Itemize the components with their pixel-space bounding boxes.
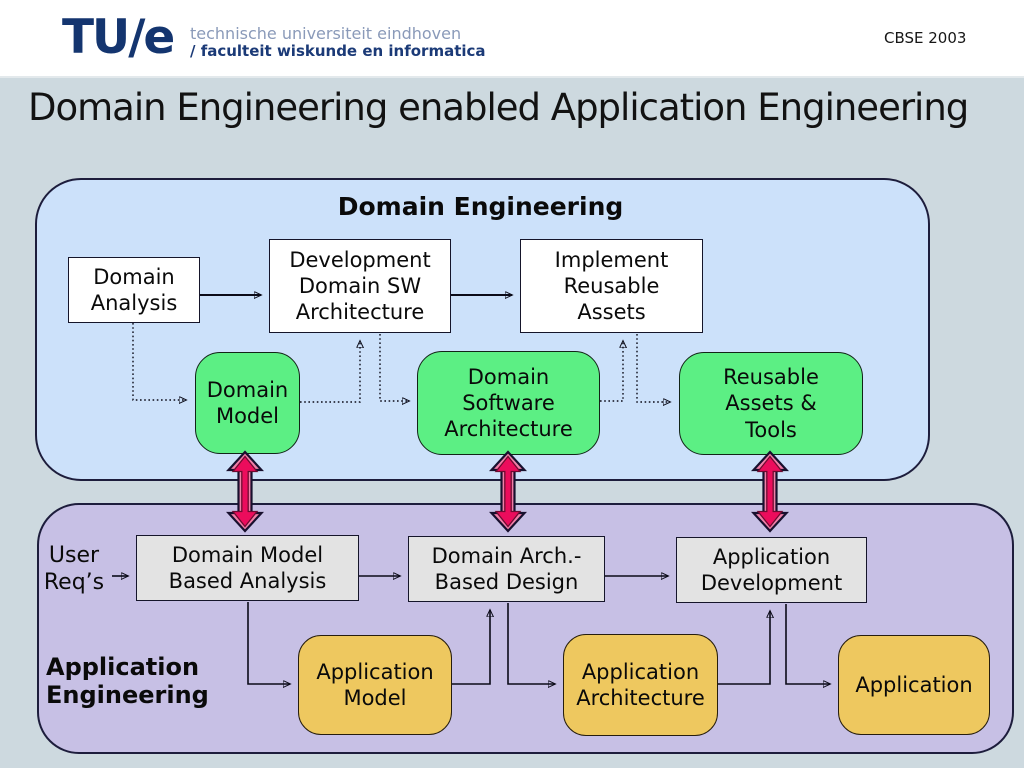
box-application-model: Application Model [298, 635, 452, 735]
application-engineering-title: Application Engineering [46, 653, 209, 709]
header-bar: TU/e technische universiteit eindhoven /… [0, 0, 1024, 78]
affiliation-line1: technische universiteit eindhoven [190, 24, 462, 43]
box-application-development: Application Development [676, 537, 867, 603]
box-domain-analysis: Domain Analysis [68, 257, 200, 323]
domain-engineering-title: Domain Engineering [337, 192, 624, 221]
slide-title: Domain Engineering enabled Application E… [28, 86, 969, 129]
box-domain-arch-based-design: Domain Arch.- Based Design [408, 536, 605, 602]
box-development-domain-sw-architecture: Development Domain SW Architecture [269, 239, 451, 333]
affiliation-line2: / faculteit wiskunde en informatica [190, 41, 486, 60]
box-domain-model: Domain Model [195, 352, 300, 454]
box-application: Application [838, 635, 990, 735]
box-domain-software-architecture: Domain Software Architecture [417, 351, 600, 455]
box-implement-reusable-assets: Implement Reusable Assets [520, 239, 703, 333]
user-reqs-label: User Req’s [43, 543, 105, 595]
affiliation: technische universiteit eindhoven / facu… [190, 25, 486, 60]
box-domain-model-based-analysis: Domain Model Based Analysis [136, 535, 359, 601]
box-application-architecture: Application Architecture [563, 634, 718, 736]
box-reusable-assets-tools: Reusable Assets & Tools [679, 352, 863, 455]
conference-label: CBSE 2003 [884, 29, 967, 47]
tue-logo: TU/e [62, 10, 175, 65]
